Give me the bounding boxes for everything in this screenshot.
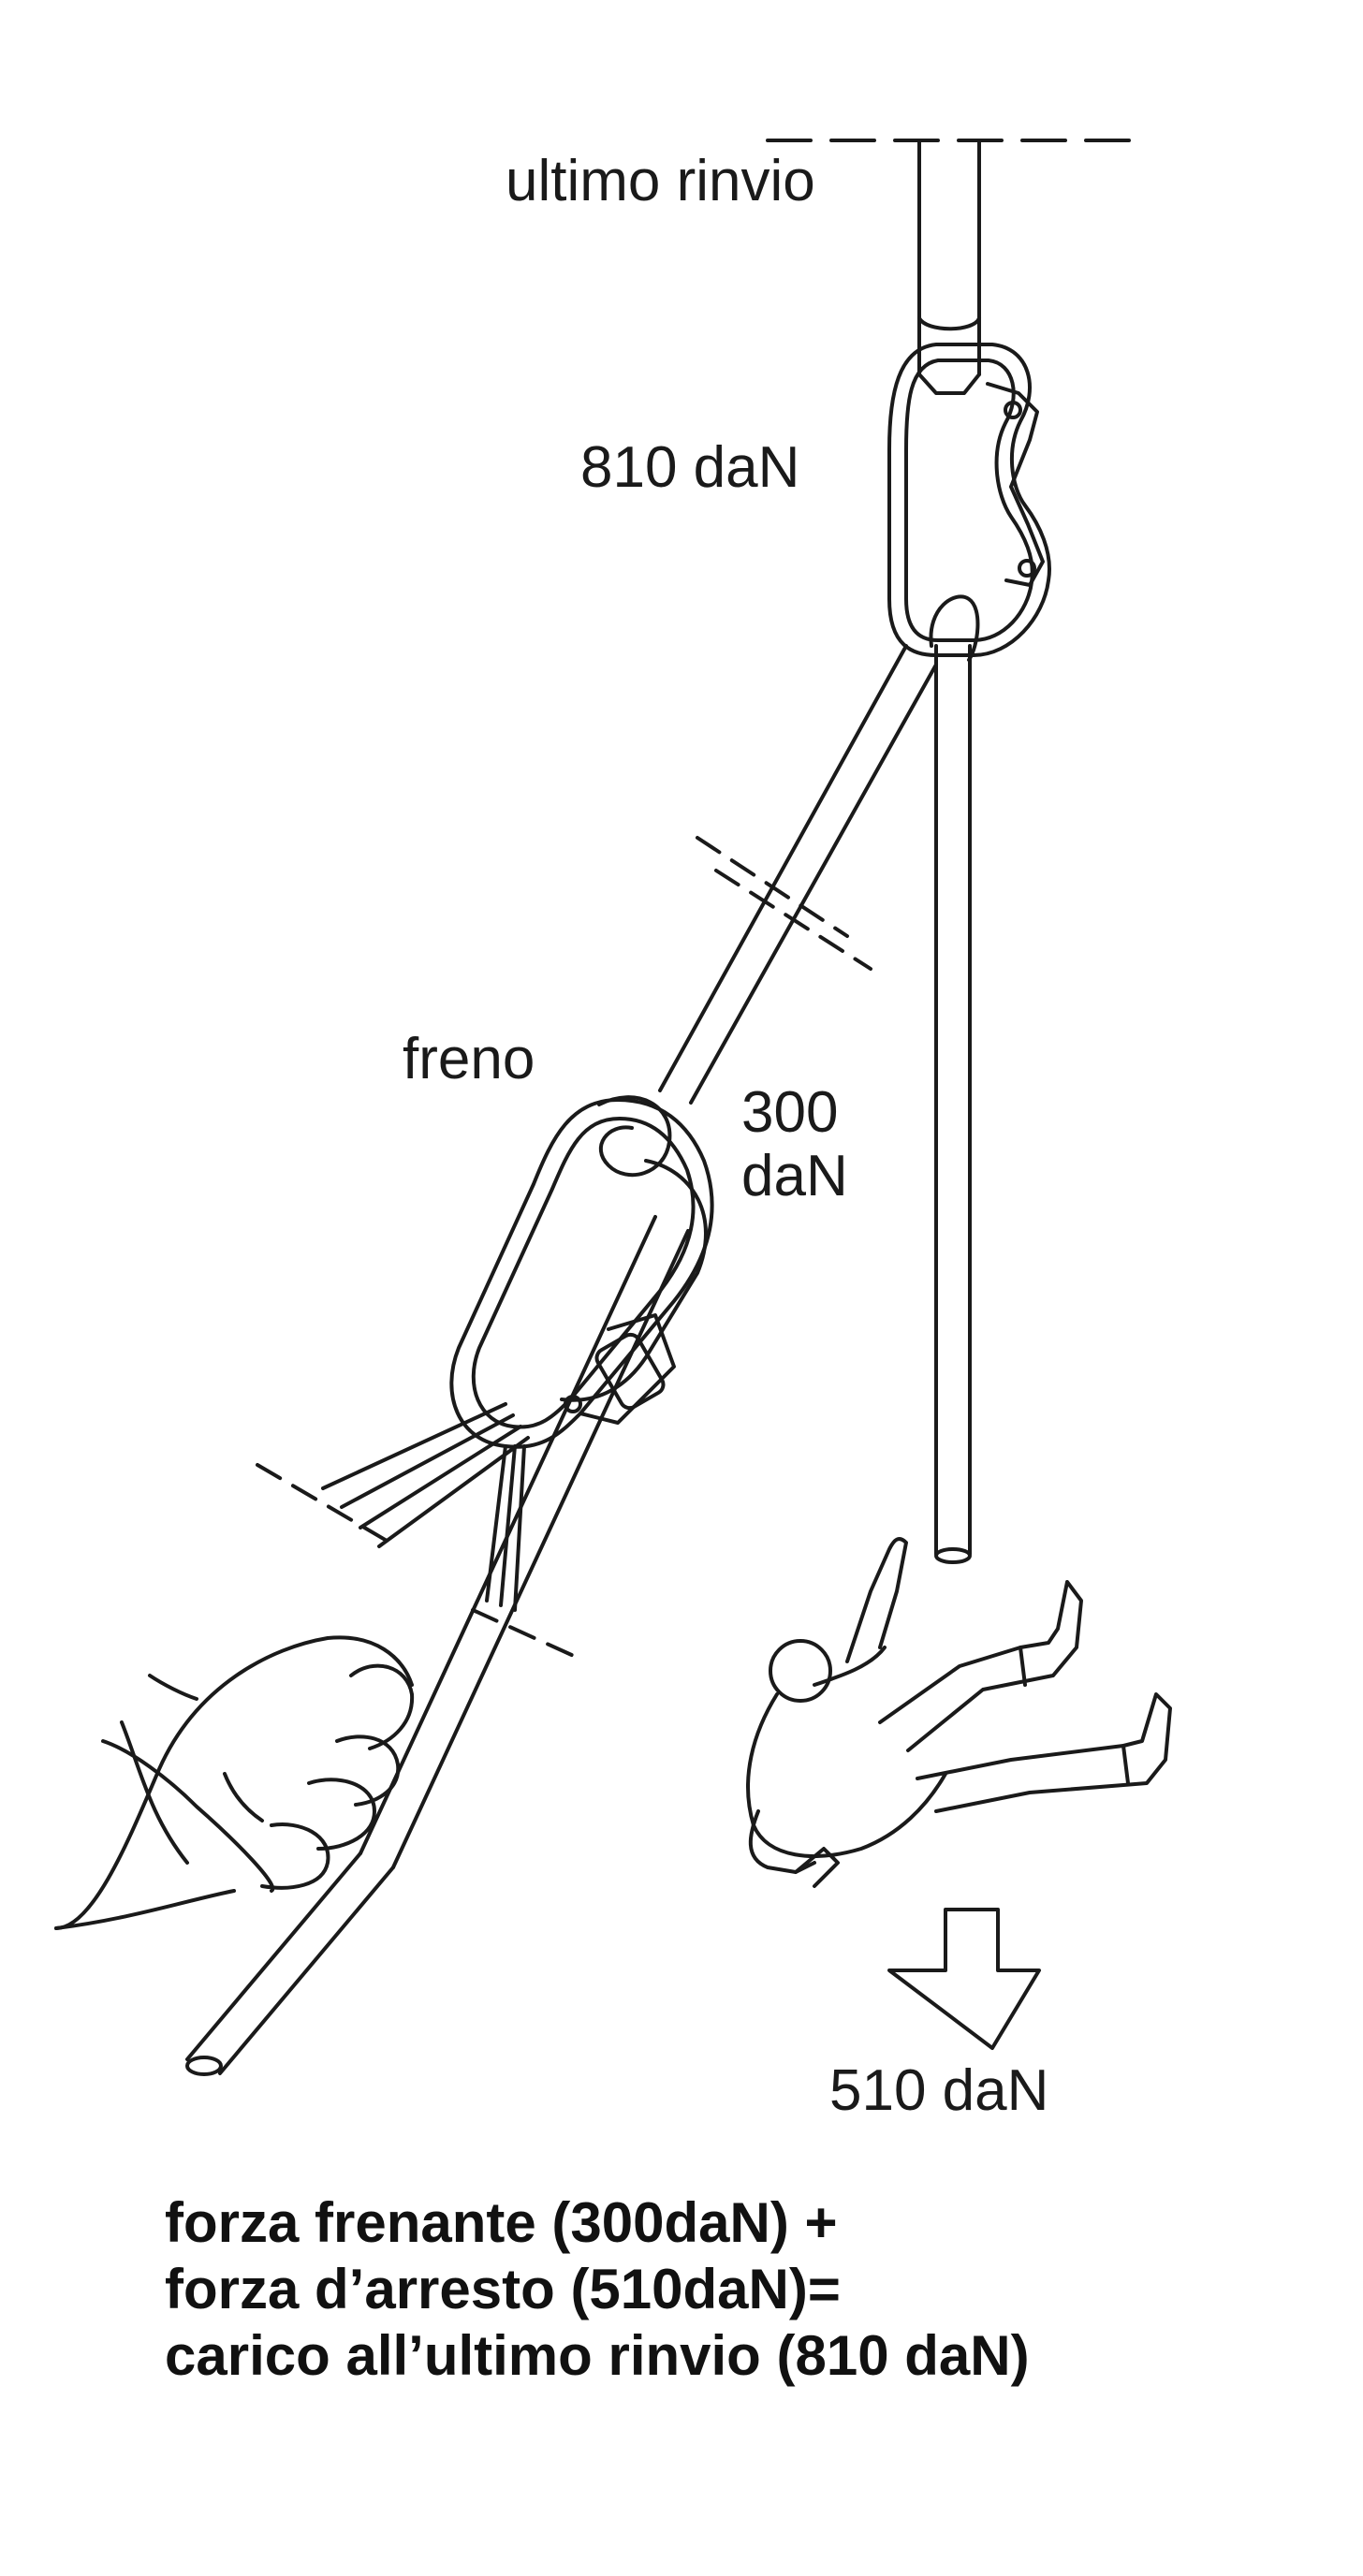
brake-strands bbox=[256, 1402, 578, 1659]
label-top-pulley: ultimo rinvio bbox=[506, 149, 815, 213]
rope-break-marks bbox=[696, 836, 872, 971]
belayer-hand bbox=[54, 1635, 415, 1930]
brake-carabiner bbox=[449, 1095, 714, 1449]
summary-line-arrest-force: forza d’arresto (510daN)= bbox=[165, 2257, 841, 2320]
summary-line-anchor-load: carico all’ultimo rinvio (810 daN) bbox=[165, 2323, 1030, 2387]
summary-line-brake-force: forza frenante (300daN) + bbox=[165, 2191, 838, 2254]
top-carabiner bbox=[887, 343, 1051, 662]
rope-above-anchor bbox=[917, 139, 981, 395]
hanging-rope-to-climber bbox=[934, 644, 972, 1564]
label-brake: freno bbox=[403, 1027, 535, 1091]
falling-climber bbox=[746, 1537, 1172, 1888]
brake-hand-rope bbox=[185, 1215, 690, 2076]
down-arrow-icon bbox=[887, 1908, 1041, 2050]
label-arrest-force: 510 daN bbox=[829, 2058, 1049, 2123]
label-anchor-force: 810 daN bbox=[580, 435, 800, 500]
diagonal-rope bbox=[658, 644, 938, 1105]
force-summary: forza frenante (300daN) + forza d’arrest… bbox=[165, 2190, 1326, 2389]
label-brake-force: 300 daN bbox=[741, 1080, 848, 1209]
